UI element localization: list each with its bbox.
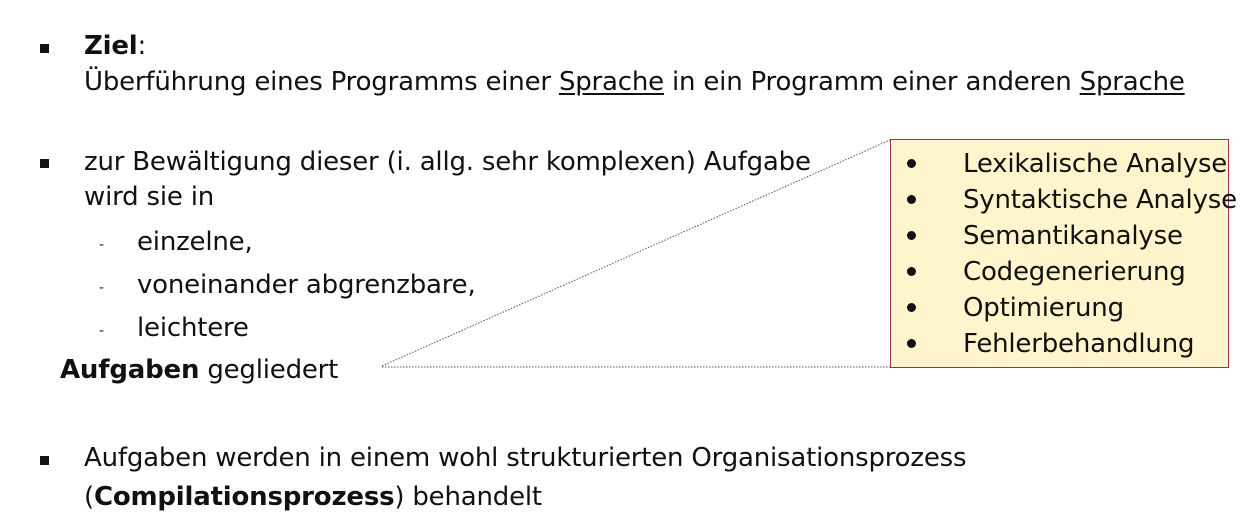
- conclusion-rest: gegliedert: [199, 355, 339, 385]
- list-item: Semantikanalyse: [891, 218, 1228, 254]
- sub-item: einzelne,: [137, 227, 253, 257]
- phase-label: Optimierung: [963, 293, 1124, 323]
- section3-line2: (Compilationsprozess) behandelt: [84, 481, 542, 513]
- phase-label: Syntaktische Analyse: [963, 185, 1237, 215]
- section1-definition: Überführung eines Programms einer Sprach…: [84, 66, 1185, 98]
- list-item: Fehlerbehandlung: [891, 326, 1228, 362]
- bullet-square-icon: [40, 159, 49, 168]
- bullet-square-icon: [40, 44, 49, 53]
- bullet-dot-icon: [907, 231, 916, 240]
- paren-open: (: [84, 482, 94, 512]
- sub-item: voneinander abgrenzbare,: [137, 270, 476, 300]
- phase-label: Fehlerbehandlung: [963, 329, 1195, 359]
- section1-colon: :: [137, 31, 147, 61]
- section1-sprache-2: Sprache: [1079, 67, 1185, 97]
- section1-text-part2: in ein Programm einer anderen: [663, 67, 1080, 97]
- phase-label: Lexikalische Analyse: [963, 149, 1228, 179]
- list-item: Optimierung: [891, 290, 1228, 326]
- phase-label: Semantikanalyse: [963, 221, 1183, 251]
- list-item: Codegenerierung: [891, 254, 1228, 290]
- section3-rest: ) behandelt: [394, 482, 542, 512]
- dash-marker: -: [99, 280, 105, 296]
- bullet-dot-icon: [907, 303, 916, 312]
- compilationsprozess-bold: Compilationsprozess: [93, 482, 395, 512]
- phase-label: Codegenerierung: [963, 257, 1186, 287]
- section3-line1: Aufgaben werden in einem wohl strukturie…: [84, 443, 967, 473]
- bullet-dot-icon: [907, 267, 916, 276]
- list-item: Lexikalische Analyse: [891, 146, 1228, 182]
- dash-marker: -: [99, 323, 105, 339]
- section1-title-line: Ziel:: [84, 30, 146, 62]
- section1-text-part1: Überführung eines Programms einer: [84, 67, 559, 97]
- section1-sprache-1: Sprache: [558, 67, 664, 97]
- dash-marker: -: [99, 237, 105, 253]
- bullet-dot-icon: [907, 195, 916, 204]
- aufgaben-bold: Aufgaben: [60, 355, 200, 385]
- list-item: Syntaktische Analyse: [891, 182, 1237, 218]
- compiler-phases-box: Lexikalische Analyse Syntaktische Analys…: [890, 139, 1237, 368]
- bullet-dot-icon: [907, 159, 916, 168]
- section2-line1: zur Bewältigung dieser (i. allg. sehr ko…: [84, 147, 811, 177]
- section2-conclusion: Aufgaben gegliedert: [60, 354, 338, 386]
- section1-title: Ziel: [84, 31, 138, 61]
- section2-line2: wird sie in: [84, 182, 215, 212]
- bullet-square-icon: [40, 456, 49, 465]
- sub-item: leichtere: [137, 313, 249, 343]
- bullet-dot-icon: [907, 339, 916, 348]
